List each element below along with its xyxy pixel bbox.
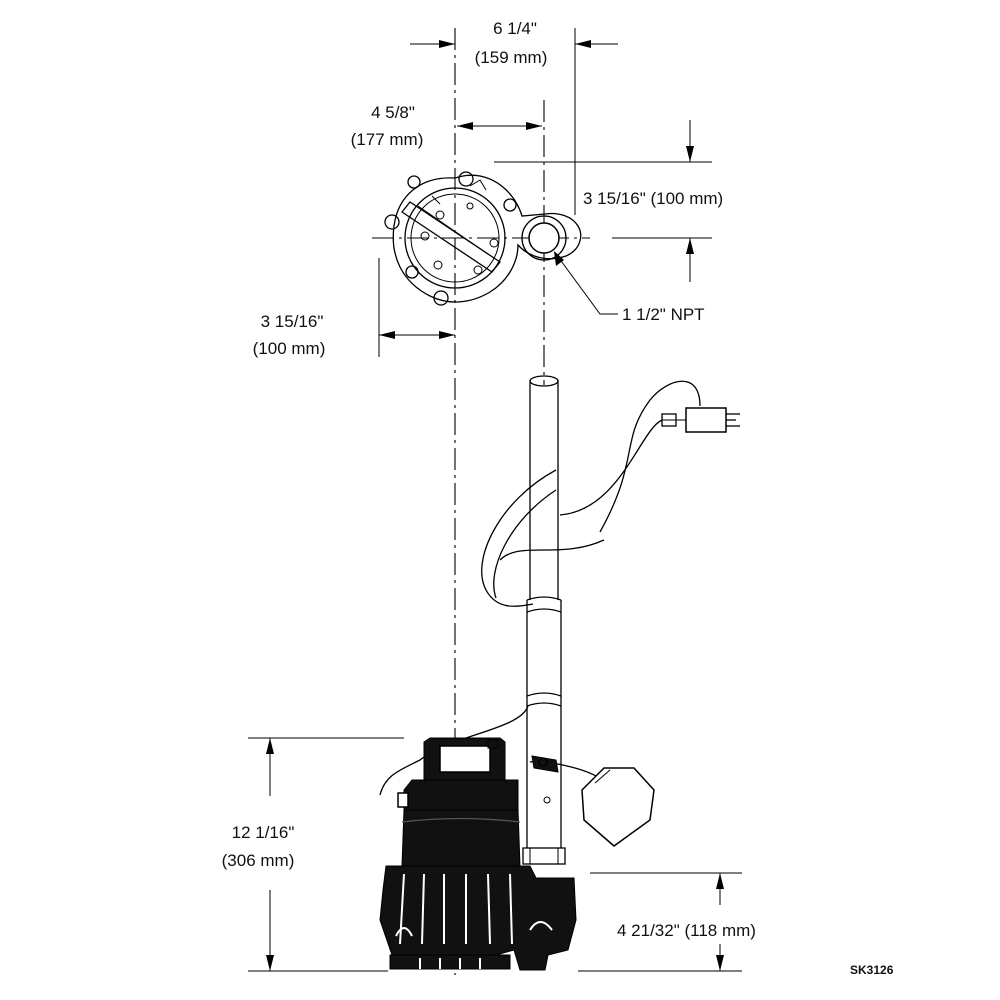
pump-height-mm-label: (306 mm) [222, 851, 295, 870]
top-width-dimension: 6 1/4" (159 mm) [410, 19, 618, 215]
pump-side-view [379, 737, 577, 971]
top-width-in-label: 6 1/4" [493, 19, 537, 38]
top-width-mm-label: (159 mm) [475, 48, 548, 67]
discharge-size-label: 1 1/2" NPT [622, 305, 705, 324]
discharge-offset-in-label: 4 5/8" [371, 103, 415, 122]
vertical-offset-label: 3 15/16" (100 mm) [583, 189, 723, 208]
side-offset-in-label: 3 15/16" [261, 312, 324, 331]
discharge-pipe [522, 375, 566, 865]
power-cord [379, 380, 740, 796]
npt-callout: 1 1/2" NPT [554, 251, 705, 324]
inlet-height-label: 4 21/32" (118 mm) [617, 921, 756, 940]
discharge-offset-dimension: 4 5/8" (177 mm) [351, 103, 542, 149]
pump-height-dimension: 12 1/16" (306 mm) [222, 737, 404, 972]
side-offset-mm-label: (100 mm) [253, 339, 326, 358]
drawing-code-label: SK3126 [850, 963, 894, 977]
float-switch [529, 755, 655, 847]
inlet-height-dimension: 4 21/32" (118 mm) [578, 872, 756, 972]
pump-top-view [384, 171, 582, 306]
vertical-offset-dimension: 3 15/16" (100 mm) [494, 120, 723, 282]
base-ribs [399, 873, 513, 945]
side-offset-dimension: 3 15/16" (100 mm) [253, 258, 455, 358]
discharge-offset-mm-label: (177 mm) [351, 130, 424, 149]
pump-height-in-label: 12 1/16" [232, 823, 295, 842]
